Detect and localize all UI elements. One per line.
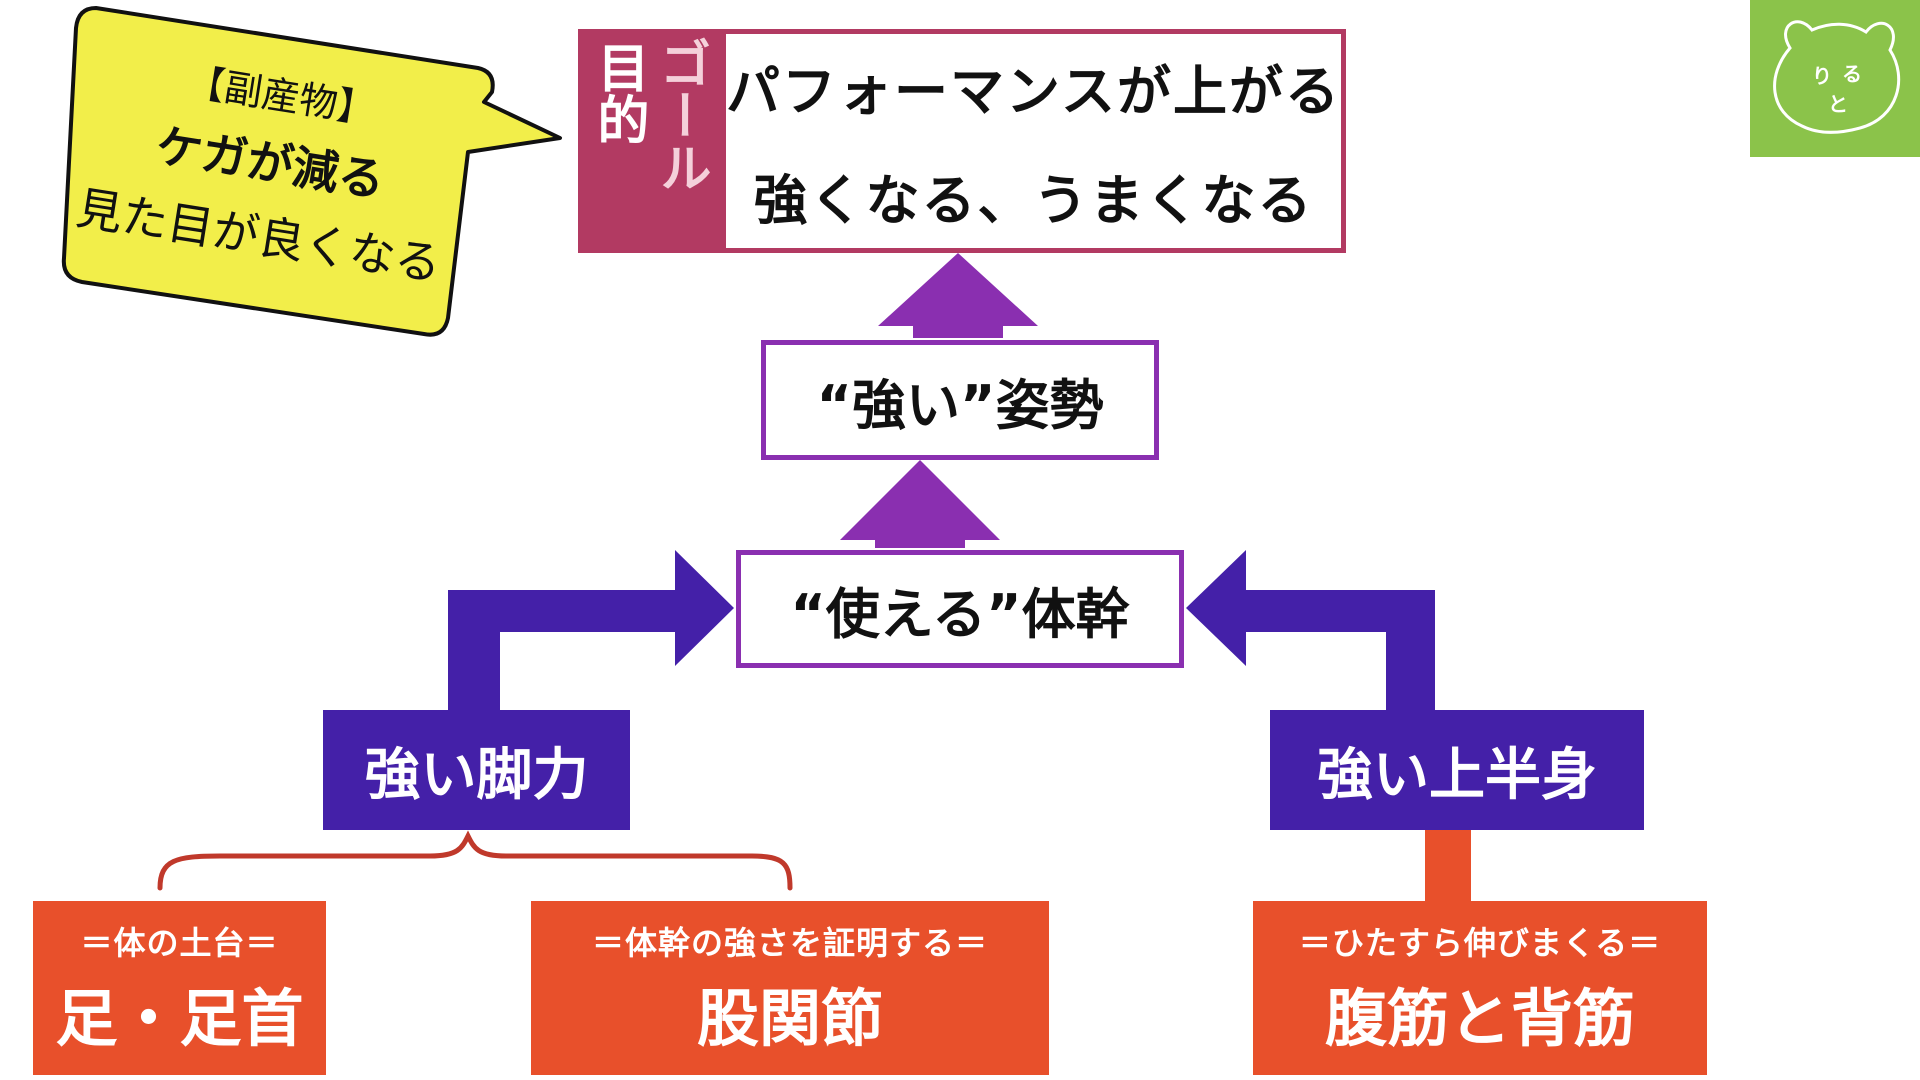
speech-bubble-shape — [61, 6, 562, 337]
bear-logo: り る と — [1750, 0, 1920, 157]
arrow-up-core-to-posture — [840, 460, 1000, 548]
goal-label-goru: ゴール — [650, 37, 710, 205]
strong-legs-box: 強い脚力 — [323, 710, 630, 830]
strong-upper-body-box: 強い上半身 — [1270, 710, 1644, 830]
goal-content: パフォーマンスが上がる 強くなる、うまくなる — [726, 34, 1341, 248]
goal-label-col2: ゴール — [650, 37, 710, 193]
arrow-upper-to-core — [1186, 550, 1435, 710]
goal-label-block: 目的 ゴール — [578, 29, 726, 253]
arrow-legs-to-core — [448, 550, 734, 710]
usable-core-box: “使える”体幹 — [736, 550, 1184, 668]
connector-upper-to-trunk — [1425, 828, 1471, 904]
hip-joint-box: ＝体幹の強さを証明する＝ 股関節 — [531, 901, 1049, 1075]
usable-core-label: “使える”体幹 — [790, 582, 1130, 646]
foot-ankle-box: ＝体の土台＝ 足・足首 — [33, 901, 326, 1075]
abs-back-subtitle: ＝ひたすら伸びまくる＝ — [1298, 924, 1662, 962]
arrow-up-posture-to-goal — [878, 253, 1038, 338]
goal-box — [578, 29, 1346, 253]
abs-back-title: 腹筋と背筋 — [1324, 982, 1635, 1055]
foot-ankle-subtitle: ＝体の土台＝ — [80, 924, 279, 962]
goal-label-mokuteki: 目的 — [588, 41, 648, 157]
abs-back-box: ＝ひたすら伸びまくる＝ 腹筋と背筋 — [1253, 901, 1707, 1075]
hip-joint-title: 股関節 — [696, 982, 883, 1055]
foot-ankle-title: 足・足首 — [55, 982, 304, 1055]
strong-legs-label: 強い脚力 — [364, 742, 589, 808]
bear-head-icon — [1773, 20, 1901, 134]
logo-char-3: と — [1828, 92, 1848, 116]
curly-brace — [157, 830, 793, 891]
logo-char-1: り — [1812, 64, 1832, 88]
goal-line-2: 強くなる、うまくなる — [753, 169, 1314, 232]
goal-label-col1: 目的 — [588, 41, 648, 145]
hip-joint-subtitle: ＝体幹の強さを証明する＝ — [591, 924, 988, 962]
goal-line-1: パフォーマンスが上がる — [726, 60, 1341, 123]
logo-char-2: る — [1842, 62, 1862, 86]
strong-upper-body-label: 強い上半身 — [1317, 742, 1597, 808]
strong-posture-box: “強い”姿勢 — [761, 340, 1159, 460]
strong-posture-label: “強い”姿勢 — [816, 373, 1104, 437]
